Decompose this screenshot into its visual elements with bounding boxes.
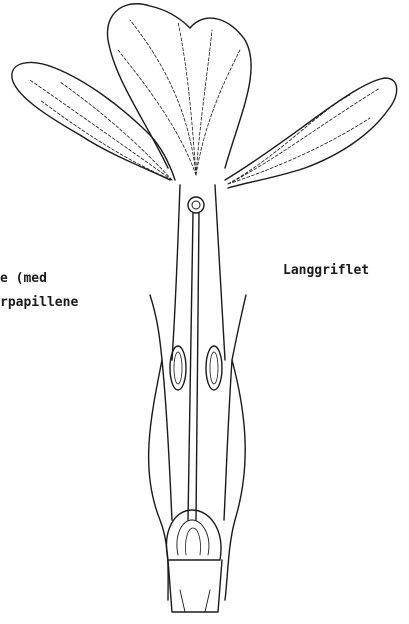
left-label-line-2: rpapillene xyxy=(0,296,78,309)
stigma xyxy=(188,197,204,213)
receptacle xyxy=(168,560,222,612)
upper-petal-veins xyxy=(118,20,240,175)
style xyxy=(188,213,199,520)
anthers xyxy=(170,346,222,390)
right-petal-veins xyxy=(228,88,380,184)
left-label-line-1: e (med xyxy=(0,272,47,285)
left-petal xyxy=(12,63,175,180)
ovary xyxy=(167,510,221,560)
right-label: Langgriflet xyxy=(283,264,369,277)
left-petal-veins xyxy=(30,80,172,180)
